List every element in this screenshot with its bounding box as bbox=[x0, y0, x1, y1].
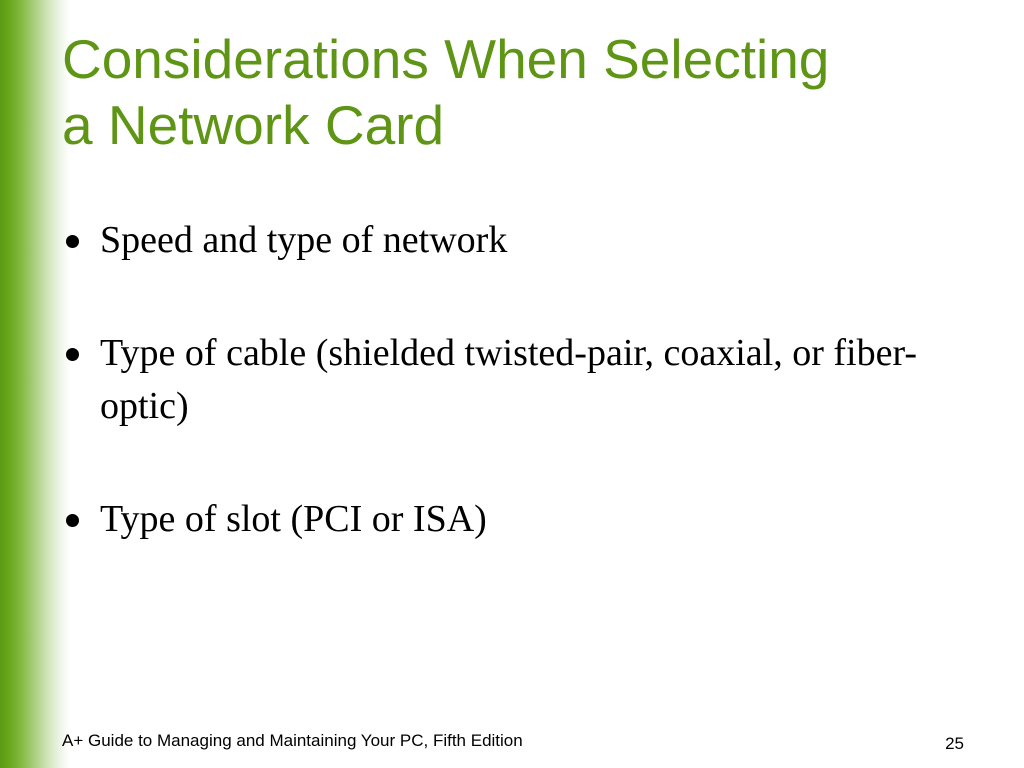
bullet-text: Speed and type of network bbox=[100, 219, 508, 261]
bullet-item: Type of slot (PCI or ISA) bbox=[62, 493, 962, 546]
bullet-text: Type of slot (PCI or ISA) bbox=[100, 498, 487, 540]
footer-page-number: 25 bbox=[945, 734, 964, 753]
bullet-dot-icon bbox=[66, 514, 79, 527]
bullet-item: Speed and type of network bbox=[62, 214, 962, 267]
bullet-text: Type of cable (shielded twisted-pair, co… bbox=[100, 332, 917, 427]
slide-title-line-1: Considerations When Selecting bbox=[62, 28, 830, 90]
left-gradient-band bbox=[0, 0, 70, 768]
bullet-item: Type of cable (shielded twisted-pair, co… bbox=[62, 327, 962, 433]
bullet-list: Speed and type of network Type of cable … bbox=[62, 214, 962, 546]
bullet-dot-icon bbox=[66, 348, 79, 361]
slide-title-line-2: a Network Card bbox=[62, 94, 445, 156]
bullet-dot-icon bbox=[66, 235, 79, 248]
footer-book-title: A+ Guide to Managing and Maintaining You… bbox=[62, 731, 523, 750]
